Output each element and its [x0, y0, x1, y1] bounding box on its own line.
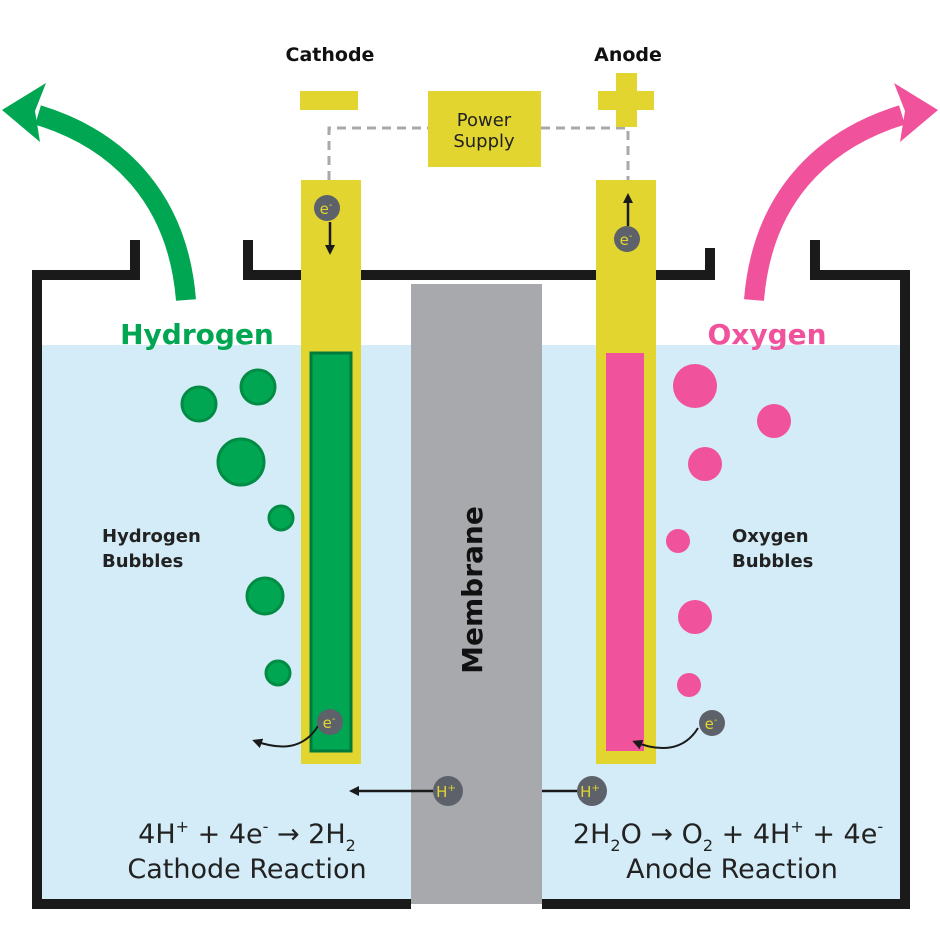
circuit-wire-right: [541, 126, 630, 180]
electron-icon: [614, 226, 640, 252]
hydrogen-bubble: [245, 576, 285, 616]
hydrogen-bubble: [180, 385, 218, 423]
power-supply-label-line2: Supply: [453, 131, 515, 152]
cathode-equation: 4H+ + 4e- → 2H2: [138, 817, 356, 855]
power-supply: [428, 91, 541, 167]
anode-plate: [606, 353, 644, 751]
anode-equation: 2H2O → O2 + 4H+ + 4e-: [573, 817, 883, 855]
electron-cathode-bottom: e-: [317, 709, 343, 735]
oxygen-outlet-arrow-icon: [894, 83, 938, 142]
oxygen-label: Oxygen: [707, 318, 826, 351]
oxygen-bubble: [678, 600, 712, 634]
electron-symbol: e-: [620, 231, 633, 249]
minus-sign-icon: [300, 91, 358, 110]
tank-left-outline: [32, 240, 411, 909]
membrane-label: Membrane: [456, 506, 489, 674]
electron-anode-top: e-: [614, 226, 640, 252]
oxygen-outlet-arrow-shaft: [744, 105, 905, 301]
tank-lid: [243, 240, 715, 280]
oxygen-bubble: [688, 447, 722, 481]
proton-icon: [577, 776, 607, 806]
tank-right-outline: [542, 240, 910, 909]
hydrogen-bubbles-label-line1: Hydrogen: [102, 526, 201, 547]
membrane: [411, 284, 542, 904]
oxygen-bubbles-label-line2: Bubbles: [732, 551, 813, 572]
hydrogen-label: Hydrogen: [120, 318, 274, 351]
hydrogen-bubbles-label-line2: Bubbles: [102, 551, 183, 572]
proton-membrane: H+: [433, 776, 463, 806]
electron-icon: [699, 710, 725, 736]
plus-sign-icon: [598, 73, 654, 127]
proton-symbol: H+: [436, 783, 456, 801]
proton-symbol: H+: [580, 783, 600, 801]
hydrogen-bubbles: [180, 368, 295, 687]
electron-cathode-curve-arrow-icon: [252, 725, 319, 749]
electron-icon: [314, 195, 340, 221]
electron-symbol: e-: [320, 200, 333, 218]
hydrogen-bubble: [264, 659, 292, 687]
electron-anode-bottom: e-: [699, 710, 725, 736]
electron-symbol: e-: [323, 714, 336, 732]
anode-label: Anode: [594, 44, 662, 66]
cathode-plate: [309, 351, 353, 753]
hydrogen-bubble: [216, 437, 266, 487]
proton-anode-side: H+: [577, 776, 607, 806]
hydrogen-outlet-arrow-shaft: [35, 105, 196, 301]
electron-cathode-top: e-: [314, 195, 340, 221]
hydrogen-bubble: [239, 368, 277, 406]
circuit-wire-left: [327, 126, 428, 180]
oxygen-bubble: [666, 529, 690, 553]
power-supply-label-line1: Power: [457, 110, 512, 131]
cathode-label: Cathode: [286, 44, 375, 66]
cathode-reaction-label: Cathode Reaction: [127, 854, 366, 885]
electron-symbol: e-: [705, 715, 718, 733]
hydrogen-bubble: [267, 504, 295, 532]
oxygen-bubble: [673, 364, 717, 408]
hydrogen-outlet-arrow-icon: [2, 83, 46, 142]
anode-reaction-label: Anode Reaction: [626, 854, 838, 885]
oxygen-bubbles-label-line1: Oxygen: [732, 526, 809, 547]
oxygen-bubbles: [666, 364, 791, 697]
electron-icon: [317, 709, 343, 735]
proton-icon: [433, 776, 463, 806]
oxygen-bubble: [677, 673, 701, 697]
electron-anode-curve-arrow-icon: [632, 727, 699, 750]
oxygen-bubble: [757, 404, 791, 438]
